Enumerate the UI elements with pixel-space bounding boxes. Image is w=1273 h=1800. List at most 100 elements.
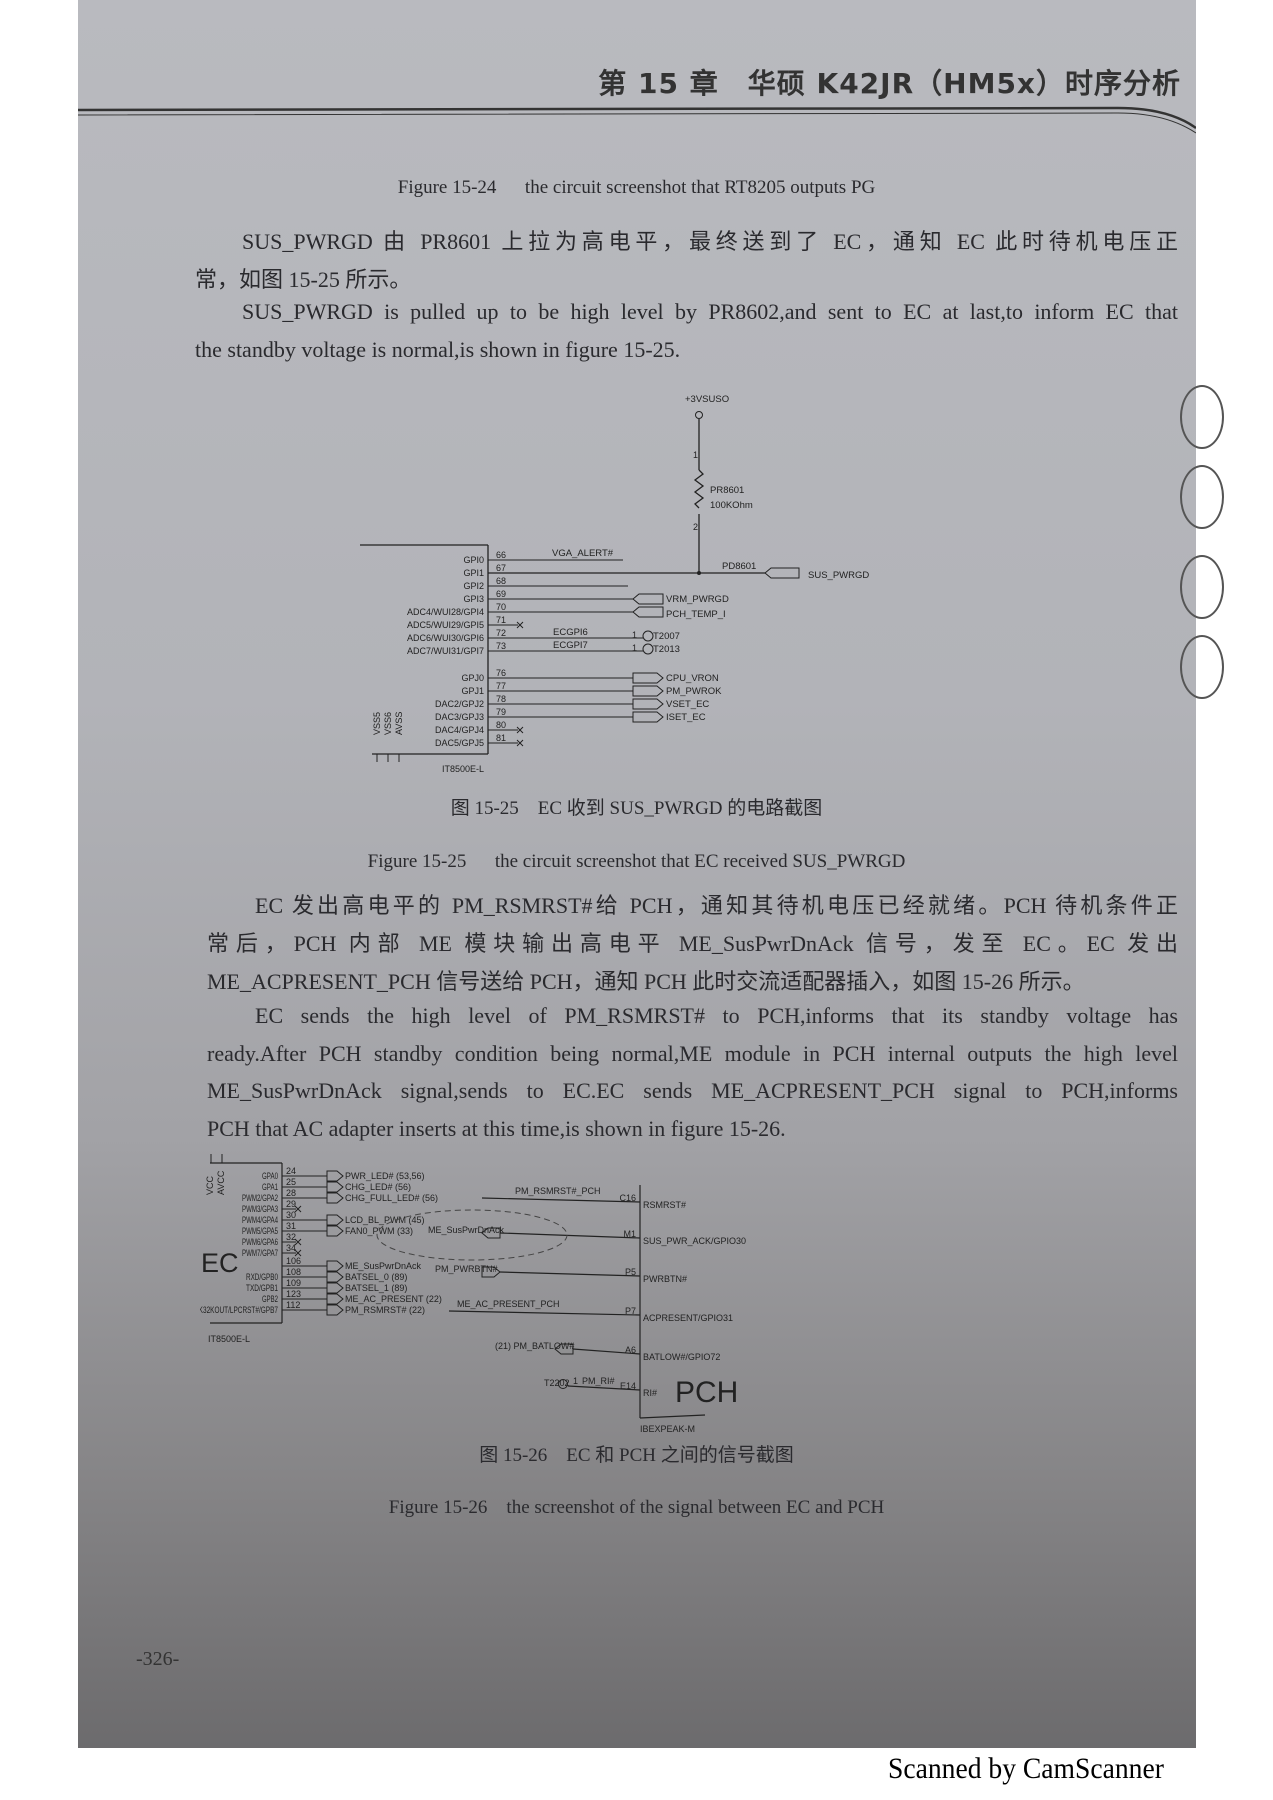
no-connect-icon <box>294 1238 302 1246</box>
port-out-icon <box>326 1214 344 1226</box>
pin-name: ADC4/WUI28/GPI4 <box>407 607 484 617</box>
pin-name: GPI1 <box>463 568 484 578</box>
port-out-icon <box>632 685 664 697</box>
chip-outline <box>639 1414 706 1419</box>
pin-name: RI# <box>643 1388 657 1398</box>
pin-number: 79 <box>496 707 506 717</box>
scanned-page <box>78 0 1196 1748</box>
test-point-label: T2007 <box>653 631 680 642</box>
pin-name: DAC5/GPJ5 <box>435 738 484 748</box>
paragraph-line: the standby voltage is normal,is shown i… <box>195 337 681 362</box>
net-label: VGA_ALERT# <box>552 548 614 559</box>
port-label: CHG_LED# (56) <box>345 1182 411 1192</box>
chip-name: IT8500E-L <box>442 764 484 774</box>
pin-number: 71 <box>496 615 506 625</box>
wire <box>499 1232 641 1239</box>
port-label: BATSEL_0 (89) <box>345 1272 407 1282</box>
pin-ball: M1 <box>623 1229 636 1239</box>
pin-name: PWRBTN# <box>643 1274 687 1284</box>
pin-name: PWM5/GPA5 <box>242 1226 278 1236</box>
figure-caption: Figure 15-24 the circuit screenshot that… <box>397 177 876 198</box>
resistor-icon <box>693 469 705 509</box>
port-label: SUS_PWRGD <box>808 570 869 581</box>
port-out-icon <box>326 1181 344 1193</box>
pin-name: DAC4/GPJ4 <box>435 725 484 735</box>
paragraph-line: PCH that AC adapter inserts at this time… <box>207 1115 786 1141</box>
pin-number: 30 <box>286 1210 296 1220</box>
pin-name: GPI0 <box>463 555 484 565</box>
power-rail-icon <box>695 411 703 419</box>
header-rule <box>78 106 1196 134</box>
power-label: +3VSUSO <box>685 394 729 405</box>
port-out-icon <box>326 1271 344 1283</box>
page-number: -326- <box>136 1648 180 1670</box>
port-label: ME_AC_PRESENT (22) <box>345 1294 442 1304</box>
pin-number: 66 <box>496 550 506 560</box>
pin-name: ADC7/WUI31/GPI7 <box>407 646 484 656</box>
port-label: CHG_FULL_LED# (56) <box>345 1193 438 1203</box>
paragraph-line: ME_SusPwrDnAck signal,sends to EC.EC sen… <box>207 1078 1178 1103</box>
pin-number: 1 <box>632 630 637 640</box>
port-label: PM_PWROK <box>666 686 722 697</box>
pin-number: 106 <box>286 1256 301 1266</box>
test-point-icon <box>642 630 654 642</box>
pin-number: 72 <box>496 628 506 638</box>
power-pin: AVCC <box>216 1170 226 1195</box>
test-point-icon <box>558 1379 568 1389</box>
port-label: PWR_LED# (53,56) <box>345 1171 425 1181</box>
port-label: FAN0_PWM (33) <box>345 1226 413 1236</box>
paragraph-line: EC sends the high level of PM_RSMRST# to… <box>255 1003 1178 1028</box>
net-label: ECGPI7 <box>553 640 588 651</box>
pin-number: 24 <box>286 1166 296 1176</box>
port-out-icon <box>326 1192 344 1204</box>
pin-name: PWM2/GPA2 <box>242 1193 278 1203</box>
paragraph-line: ready.After PCH standby condition being … <box>207 1040 1178 1066</box>
pin-name: GPJ1 <box>461 686 484 696</box>
ec-label: EC <box>201 1248 239 1278</box>
port-out-icon <box>326 1282 344 1294</box>
port-out-icon <box>326 1260 344 1272</box>
wire <box>448 1310 641 1316</box>
paragraph-line: 常，如图 15-25 所示。 <box>195 267 412 292</box>
pin-ball: C16 <box>619 1193 636 1203</box>
port-label: BATSEL_1 (89) <box>345 1283 407 1293</box>
pin-name: PWM3/GPA3 <box>242 1204 278 1214</box>
net-label: ME_AC_PRESENT_PCH <box>457 1299 560 1309</box>
pin-number: 31 <box>286 1221 296 1231</box>
pin-name: RXD/GPB0 <box>246 1272 278 1282</box>
resistor-value: 100KOhm <box>710 500 753 511</box>
port-out-icon <box>632 672 664 684</box>
pin-number: 1 <box>632 643 637 653</box>
net-label: PM_RI# <box>582 1376 615 1386</box>
no-connect-icon <box>294 1249 302 1257</box>
junction-dot <box>697 571 701 575</box>
test-point-label: T2013 <box>653 644 680 655</box>
pin-number: 32 <box>286 1232 296 1242</box>
pin-name: TXD/GPB1 <box>246 1283 278 1293</box>
pin-name: DAC3/GPJ3 <box>435 712 484 722</box>
scanner-watermark: Scanned by CamScanner <box>888 1752 1164 1785</box>
power-pin: VCC <box>205 1175 215 1195</box>
port-label: ME_SusPwrDnAck <box>428 1225 505 1235</box>
figure-caption-cn: 图 15-25 EC 收到 SUS_PWRGD 的电路截图 <box>450 798 823 819</box>
power-pin: VSS5 <box>372 712 382 735</box>
port-label: LCD_BL_PWM (45) <box>345 1215 425 1225</box>
pin-number: 68 <box>496 576 506 586</box>
port-label: ISET_EC <box>666 712 706 723</box>
power-pin: VSS6 <box>383 712 393 735</box>
port-in-icon <box>632 606 664 618</box>
port-out-icon <box>764 567 800 579</box>
pin-number: 81 <box>496 733 506 743</box>
port-label: PCH_TEMP_I <box>666 609 726 620</box>
pin-number: 123 <box>286 1289 301 1299</box>
pin-name: GPI2 <box>463 581 484 591</box>
port-label: (21) PM_BATLOW# <box>495 1341 574 1351</box>
pin-name: PWM4/GPA4 <box>242 1215 278 1225</box>
chip-name: IBEXPEAK-M <box>640 1424 695 1434</box>
pin-name: GPA0 <box>262 1171 278 1181</box>
pin-number: 70 <box>496 602 506 612</box>
pin-ball: P5 <box>625 1267 636 1277</box>
pin-name: GPB2 <box>262 1294 278 1304</box>
